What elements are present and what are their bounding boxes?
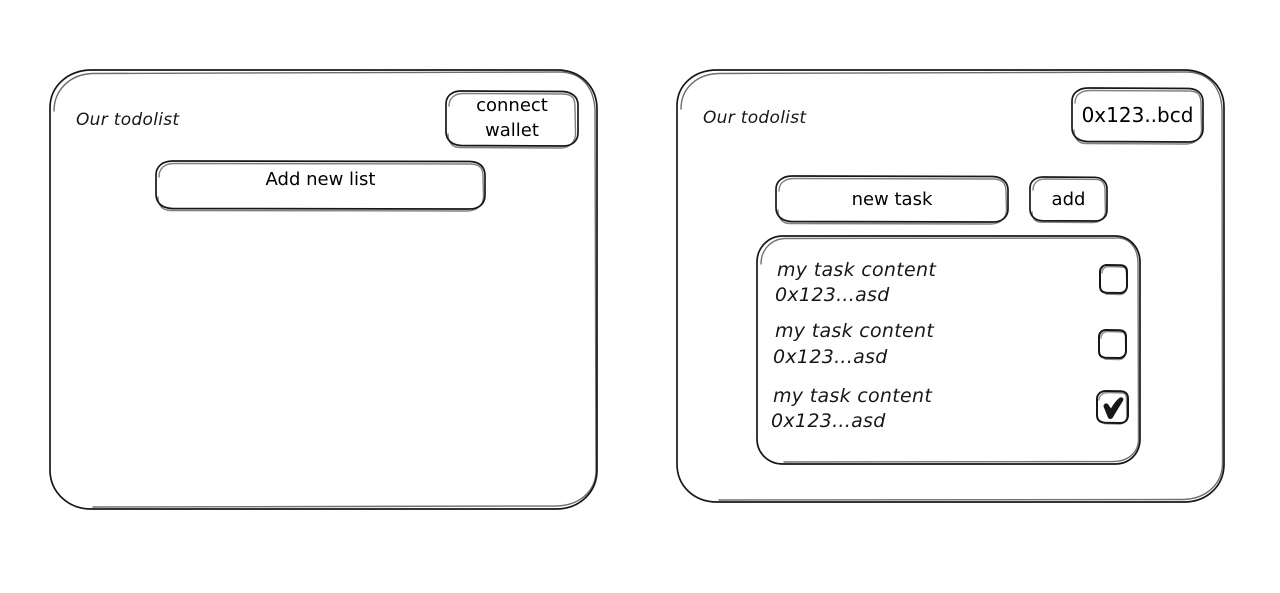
screen-connected-frame bbox=[676, 69, 1225, 503]
connect-wallet-button-frame[interactable] bbox=[445, 90, 579, 149]
connect-wallet-button-label[interactable]: connect wallet bbox=[476, 95, 548, 141]
left-page-title: Our todolist bbox=[76, 110, 180, 130]
add-button-label[interactable]: add bbox=[1051, 188, 1086, 210]
add-button-frame[interactable] bbox=[1029, 176, 1108, 224]
new-task-input-frame[interactable] bbox=[775, 175, 1009, 225]
task-2-content: my task content bbox=[775, 320, 935, 342]
task-list-card-frame bbox=[756, 235, 1141, 465]
add-new-list-button-label[interactable]: Add new list bbox=[265, 168, 376, 190]
task-1-content: my task content bbox=[777, 259, 937, 281]
task-3-check-glyph bbox=[1103, 397, 1124, 420]
right-page-title: Our todolist bbox=[703, 108, 807, 128]
task-3-content: my task content bbox=[773, 385, 933, 407]
task-3-address: 0x123...asd bbox=[771, 410, 886, 432]
wallet-address-badge-label[interactable]: 0x123..bcd bbox=[1081, 103, 1194, 127]
task-2-checkbox-frame[interactable] bbox=[1098, 329, 1127, 361]
wallet-address-badge-frame[interactable] bbox=[1071, 87, 1204, 145]
new-task-input-value[interactable]: new task bbox=[851, 188, 933, 210]
task-1-address: 0x123...asd bbox=[775, 284, 890, 306]
task-1-checkbox-frame[interactable] bbox=[1099, 264, 1128, 296]
add-new-list-button-frame[interactable] bbox=[155, 160, 486, 212]
task-2-address: 0x123...asd bbox=[773, 346, 888, 368]
task-3-checkbox-frame[interactable] bbox=[1096, 390, 1129, 425]
screen-disconnected-frame bbox=[49, 69, 598, 510]
